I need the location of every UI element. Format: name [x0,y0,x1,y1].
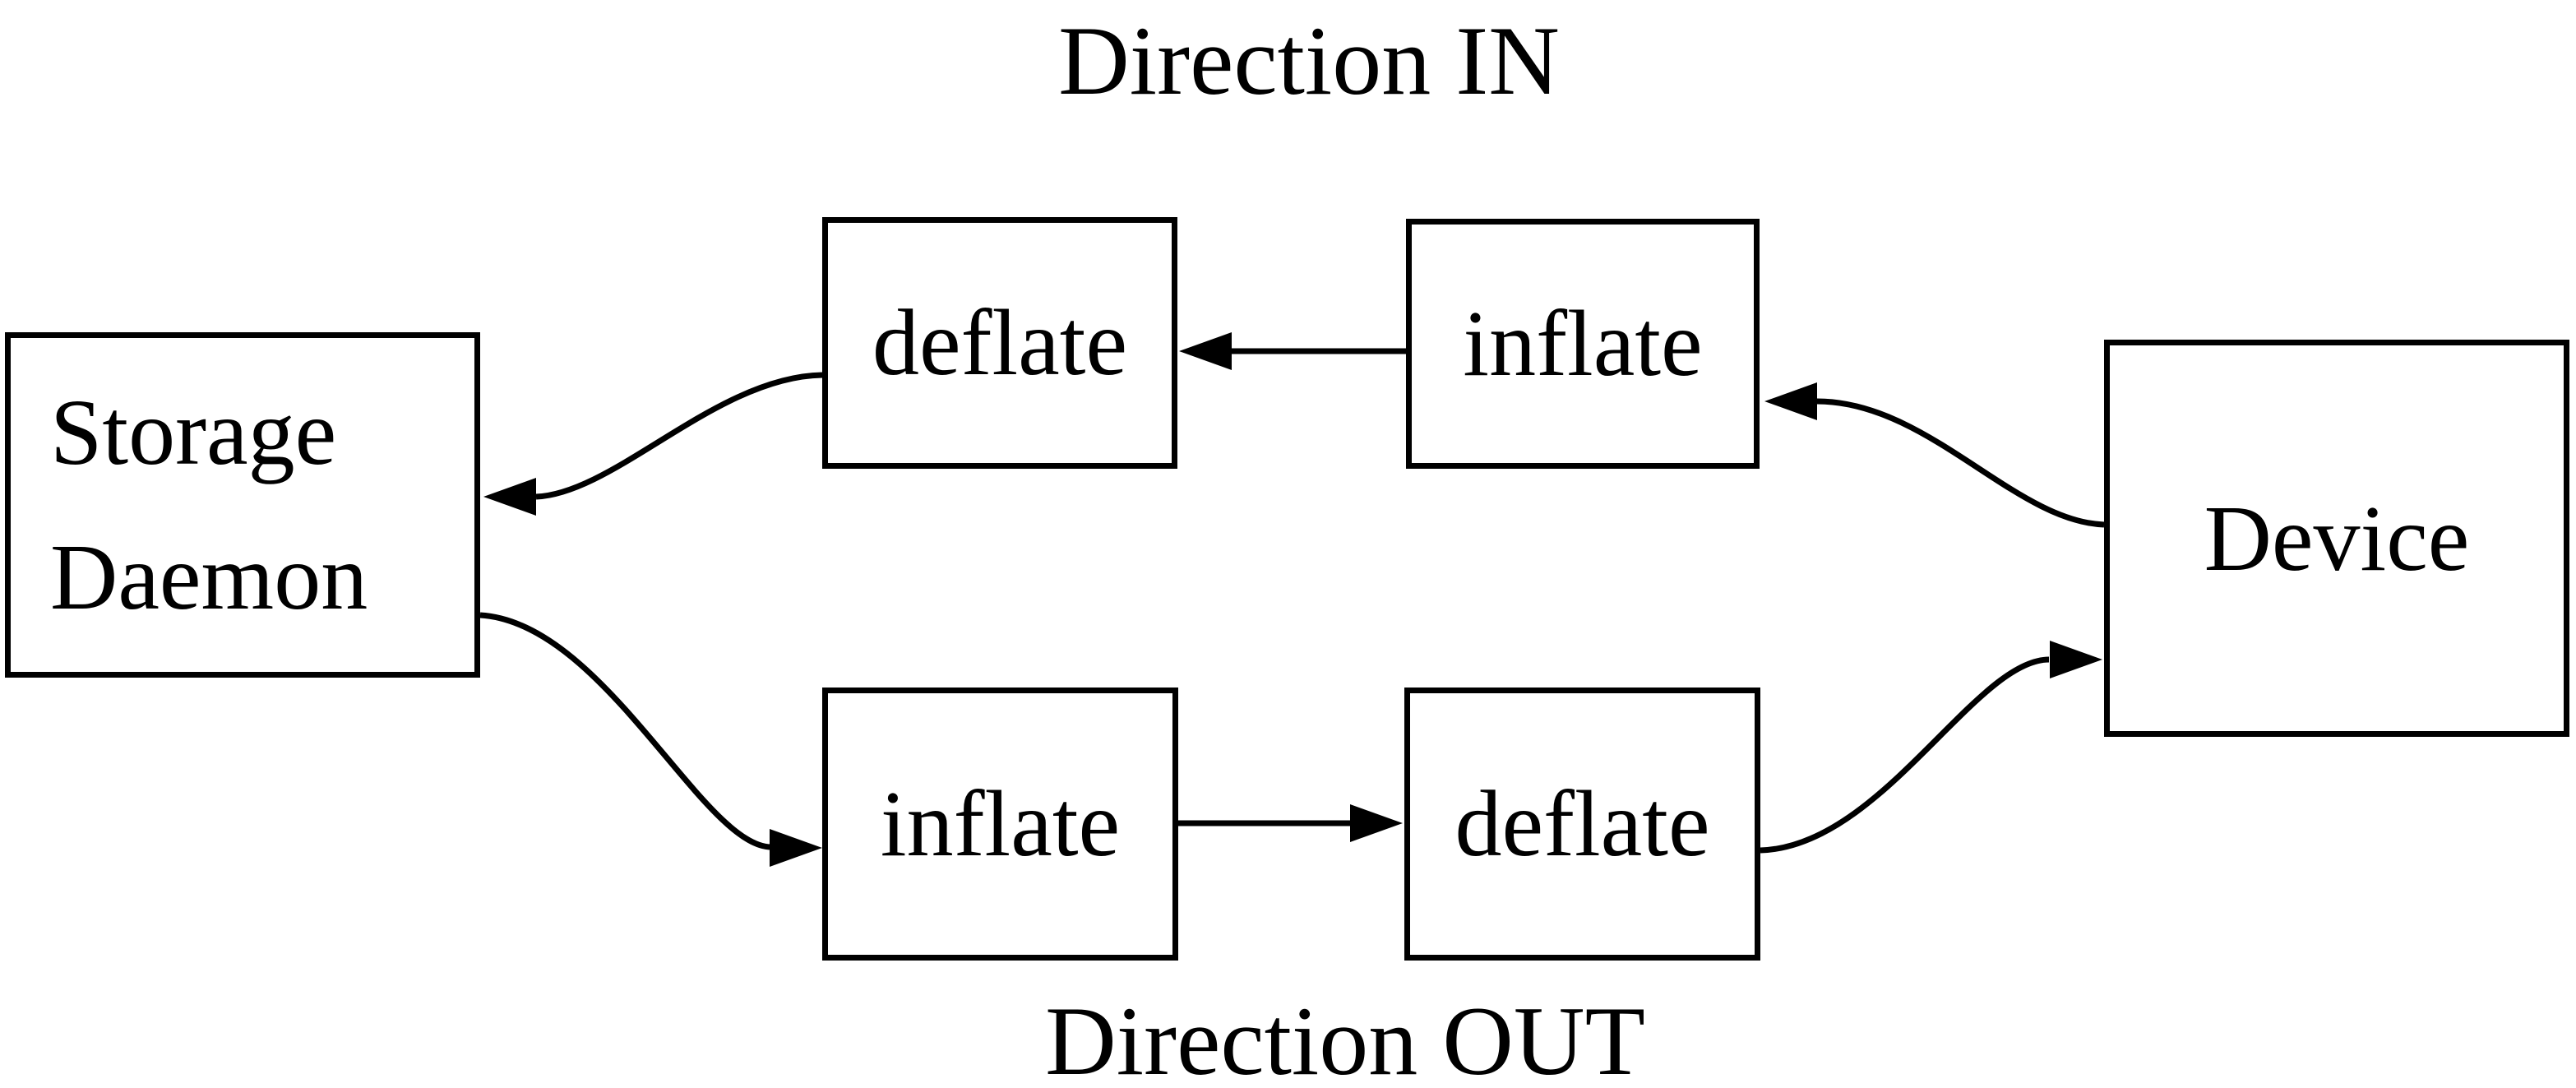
device-box: Device [2104,340,2569,737]
inflate-out-box: inflate [822,688,1178,961]
direction-in-title: Direction IN [1058,6,1560,115]
inflate-out-label: inflate [880,771,1121,876]
arrowhead-into-inflate-in [1764,382,1817,420]
arrowhead-into-storage-daemon [483,478,536,516]
device-label: Device [2204,485,2470,590]
deflate-in-label: deflate [872,290,1128,395]
arrowhead-into-inflate-out [770,829,822,867]
edge-device-to-inflate-in [1816,398,2105,528]
edge-storage-to-inflate-out [479,612,772,850]
arrowhead-into-deflate-in [1179,332,1232,370]
arrowhead-into-device [2050,641,2102,678]
deflate-in-box: deflate [822,217,1177,469]
inflate-in-label: inflate [1463,291,1703,396]
direction-out-title: Direction OUT [1045,986,1645,1088]
storage-daemon-label-line2: Daemon [50,525,368,629]
storage-daemon-label-line1: Storage [50,380,337,485]
edge-deflate-in-to-storage [535,372,823,500]
edge-deflate-out-to-device [1760,656,2050,854]
arrowhead-into-deflate-out [1350,804,1403,842]
storage-daemon-box: Storage Daemon [5,332,480,678]
deflate-out-label: deflate [1454,771,1710,876]
inflate-in-box: inflate [1406,219,1760,469]
deflate-out-box: deflate [1404,688,1760,961]
